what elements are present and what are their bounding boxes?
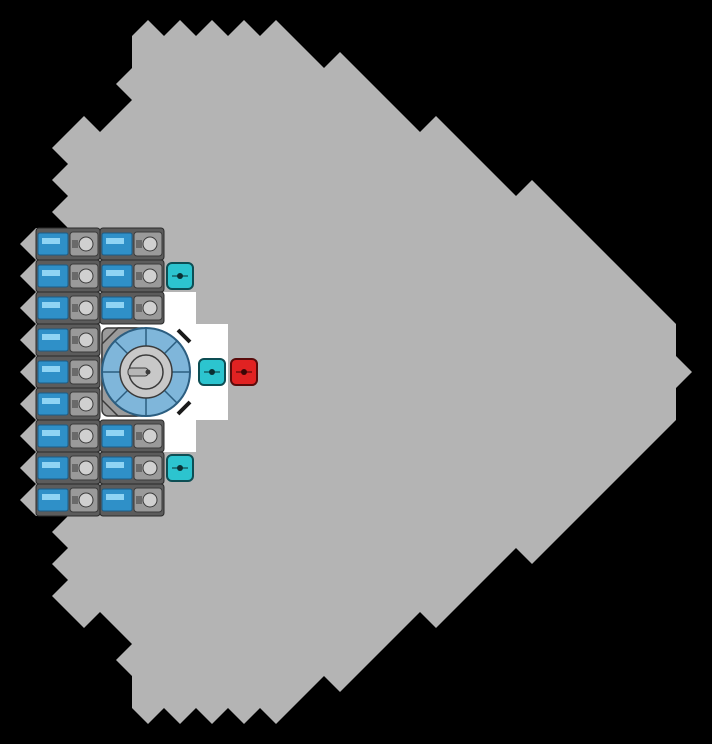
battery-icon[interactable] <box>35 355 101 389</box>
battery-icon[interactable] <box>35 451 101 485</box>
battery-icon[interactable] <box>35 227 101 261</box>
battery-icon[interactable] <box>35 387 101 421</box>
thruster-block-icon[interactable] <box>230 358 258 386</box>
battery-icon[interactable] <box>99 291 165 325</box>
battery-icon[interactable] <box>99 259 165 293</box>
battery-icon[interactable] <box>99 451 165 485</box>
thruster-block-icon[interactable] <box>166 454 194 482</box>
ship-hull <box>20 20 692 724</box>
battery-icon[interactable] <box>99 227 165 261</box>
battery-icon[interactable] <box>99 419 165 453</box>
battery-icon[interactable] <box>35 483 101 517</box>
reactor-core-icon[interactable] <box>101 327 192 417</box>
battery-icon[interactable] <box>35 291 101 325</box>
thruster-block-icon[interactable] <box>198 358 226 386</box>
thruster-block-icon[interactable] <box>166 262 194 290</box>
battery-icon[interactable] <box>35 259 101 293</box>
thruster-blocks <box>166 262 258 482</box>
battery-icon[interactable] <box>35 323 101 357</box>
battery-icon[interactable] <box>35 419 101 453</box>
battery-icon[interactable] <box>99 483 165 517</box>
battery-grid <box>35 227 165 517</box>
